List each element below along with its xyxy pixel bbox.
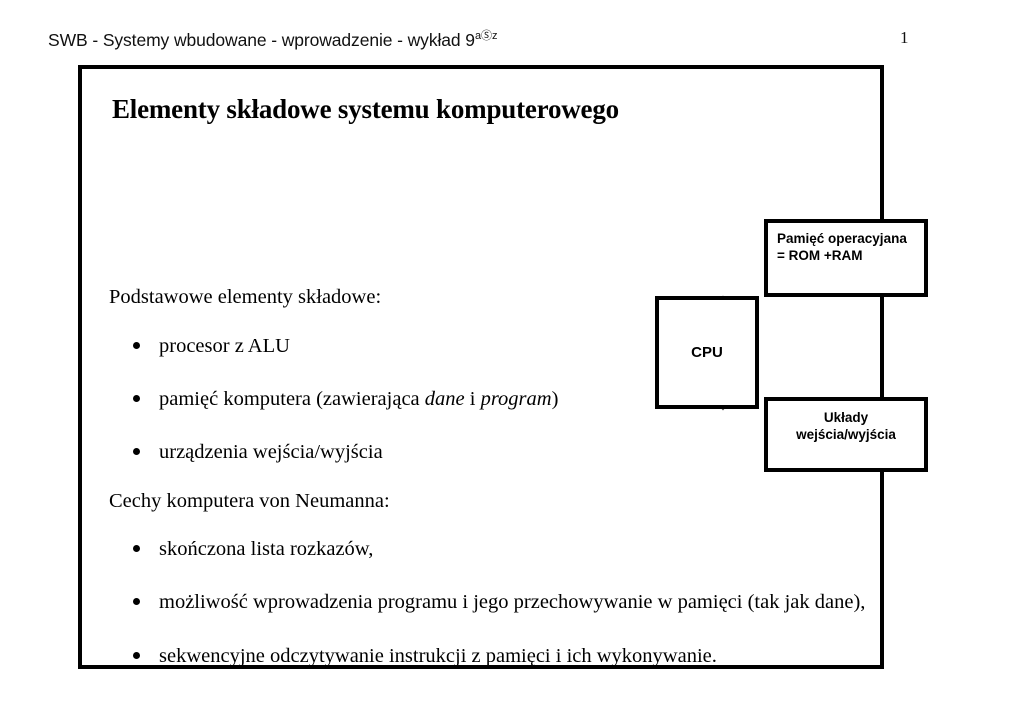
bullet-dot-icon [133,394,140,402]
list-item-label: sekwencyjne odczytywanie instrukcji z pa… [159,644,717,667]
bullet-dot-icon [133,447,140,455]
list-item-label: procesor z ALU [159,334,290,357]
bullet-dot-icon [133,598,140,606]
memory-bullet-mid: i [464,387,481,410]
bullet-list-components: procesor z ALU pamięć komputera (zawiera… [109,332,869,467]
memory-label-line-2: = ROM +RAM [777,248,863,264]
computer-architecture-diagram: Pamięć operacyjana = ROM +RAM CPU Układy… [577,149,928,472]
list-item-label: pamięć komputera (zawierająca dane i pro… [159,388,558,410]
slide-frame: Elementy składowe systemu komputerowego … [78,65,928,671]
diagram-box-cpu: CPU [655,296,759,409]
bullet-list-von-neumann: skończona lista rozkazów, możliwość wpro… [109,535,869,670]
memory-bullet-pre: pamięć komputera (zawierająca [159,387,425,410]
list-item-label: skończona lista rozkazów, [159,538,374,561]
io-label-line-2: wejścia/wyjścia [796,427,896,443]
diagram-box-memory: Pamięć operacyjana = ROM +RAM [764,219,928,297]
list-item: procesor z ALU [109,332,869,361]
memory-bullet-post: ) [551,387,559,410]
lead-line-components: Podstawowe elementy składowe: [109,286,382,308]
header-title-superscript: aⓈz [474,30,498,42]
header-title-text: SWB - Systemy wbudowane - wprowadzenie -… [48,30,475,50]
cpu-label: CPU [691,343,723,361]
list-item: skończona lista rozkazów, [109,535,869,564]
lead-line-von-neumann: Cechy komputera von Neumanna: [109,489,390,512]
bullet-dot-icon [133,651,140,659]
list-item: możliwość wprowadzenia programu i jego p… [109,588,869,617]
slide-body: Podstawowe elementy składowe: procesor z… [109,287,869,671]
io-label-line-1: Układy [823,410,869,425]
header-title: SWB - Systemy wbudowane - wprowadzenie -… [48,27,498,51]
memory-bullet-italic-program: program [480,387,552,410]
list-item-label: urządzenia wejścia/wyjścia [159,440,383,463]
bullet-dot-icon [133,545,140,553]
bullet-dot-icon [133,341,140,349]
list-item: urządzenia wejścia/wyjścia [109,438,869,467]
memory-label-line-1: Pamięć operacyjana [777,231,907,246]
list-item: sekwencyjne odczytywanie instrukcji z pa… [109,642,869,671]
diagram-box-io: Układy wejścia/wyjścia [764,397,928,472]
memory-bullet-italic-dane: dane [424,387,465,410]
list-item: pamięć komputera (zawierająca dane i pro… [109,385,869,414]
slide-title: Elementy składowe systemu komputerowego [112,94,619,124]
page-number: 1 [900,28,909,47]
list-item-label: możliwość wprowadzenia programu i jego p… [159,591,866,614]
page-header: SWB - Systemy wbudowane - wprowadzenie -… [0,0,1024,62]
